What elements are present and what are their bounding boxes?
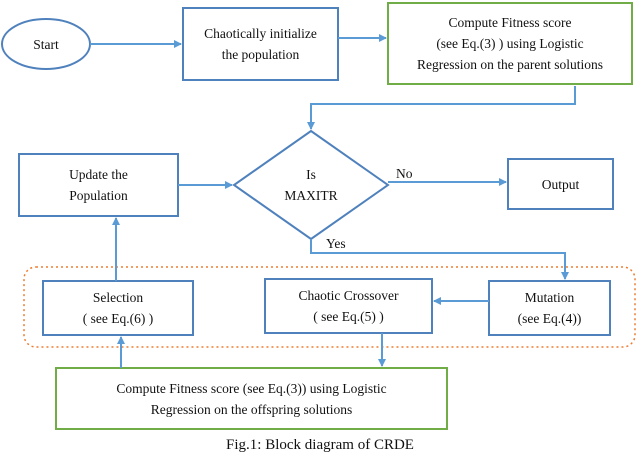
fitness-offspring-label: Compute Fitness score (see Eq.(3)) using…: [116, 380, 387, 417]
update-label: Update the Population: [69, 167, 128, 203]
start-label: Start: [33, 36, 59, 52]
crossover-box: [264, 278, 433, 334]
fitness-parent-box: [387, 2, 633, 85]
mutation-box: [488, 280, 611, 336]
arrow-decision-yes-to-mutation: [310, 239, 569, 280]
crossover-label: Chaotic Crossover ( see Eq.(5) ): [298, 288, 399, 324]
arrow-fitness-to-decision: [307, 86, 576, 130]
figure-caption: Fig.1: Block diagram of CRDE: [226, 437, 414, 453]
edge-label-yes: Yes: [326, 236, 346, 251]
selection-box: [42, 280, 194, 336]
fitness-offspring-box: [55, 367, 448, 430]
mutation-label: Mutation (see Eq.(4)): [517, 290, 582, 326]
init-box: [182, 7, 339, 81]
fitness-parent-label: Compute Fitness score (see Eq.(3) ) usin…: [417, 15, 603, 72]
update-box: [18, 153, 179, 217]
decision-label: Is MAXITR: [284, 167, 338, 203]
init-label: Chaotically initialize the population: [204, 26, 317, 62]
output-label: Output: [541, 176, 580, 192]
edge-label-no: No: [396, 166, 413, 181]
selection-label: Selection ( see Eq.(6) ): [82, 290, 154, 326]
output-box: [507, 158, 614, 210]
